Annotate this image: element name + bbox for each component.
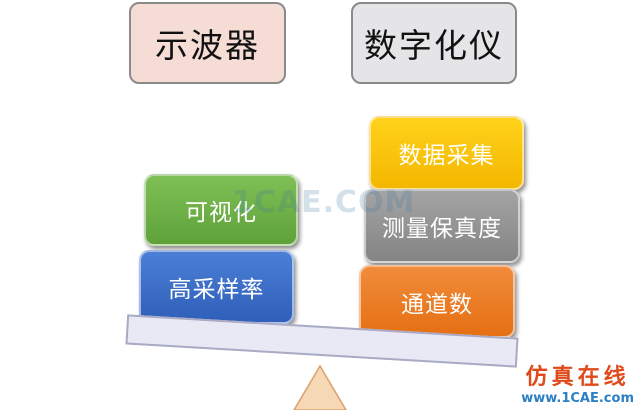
site-url: www.1CAE.com bbox=[521, 391, 634, 406]
sample-rate-block: 高采样率 bbox=[139, 250, 294, 324]
visualization-text: 可视化 bbox=[185, 200, 257, 226]
fulcrum-triangle bbox=[293, 364, 347, 410]
data-acquisition-text: 数据采集 bbox=[398, 143, 495, 169]
digital-instrument-text: 数字化仪 bbox=[364, 26, 504, 65]
oscilloscope-label: 示波器 bbox=[129, 2, 286, 84]
measurement-fidelity-block: 测量保真度 bbox=[364, 189, 520, 263]
digital-instrument-label: 数字化仪 bbox=[351, 2, 517, 84]
measurement-fidelity-text: 测量保真度 bbox=[382, 216, 502, 242]
data-acquisition-block: 数据采集 bbox=[369, 116, 524, 190]
channel-count-text: 通道数 bbox=[401, 291, 473, 318]
watermark: 1CAE.COM bbox=[232, 185, 416, 220]
site-name: 仿真在线 bbox=[525, 364, 630, 390]
site-badge: 仿真在线 www.1CAE.com bbox=[521, 359, 634, 406]
sample-rate-text: 高采样率 bbox=[168, 277, 265, 303]
channel-count-block: 通道数 bbox=[359, 265, 515, 338]
oscilloscope-text: 示波器 bbox=[155, 26, 260, 65]
visualization-block: 可视化 bbox=[144, 174, 298, 246]
